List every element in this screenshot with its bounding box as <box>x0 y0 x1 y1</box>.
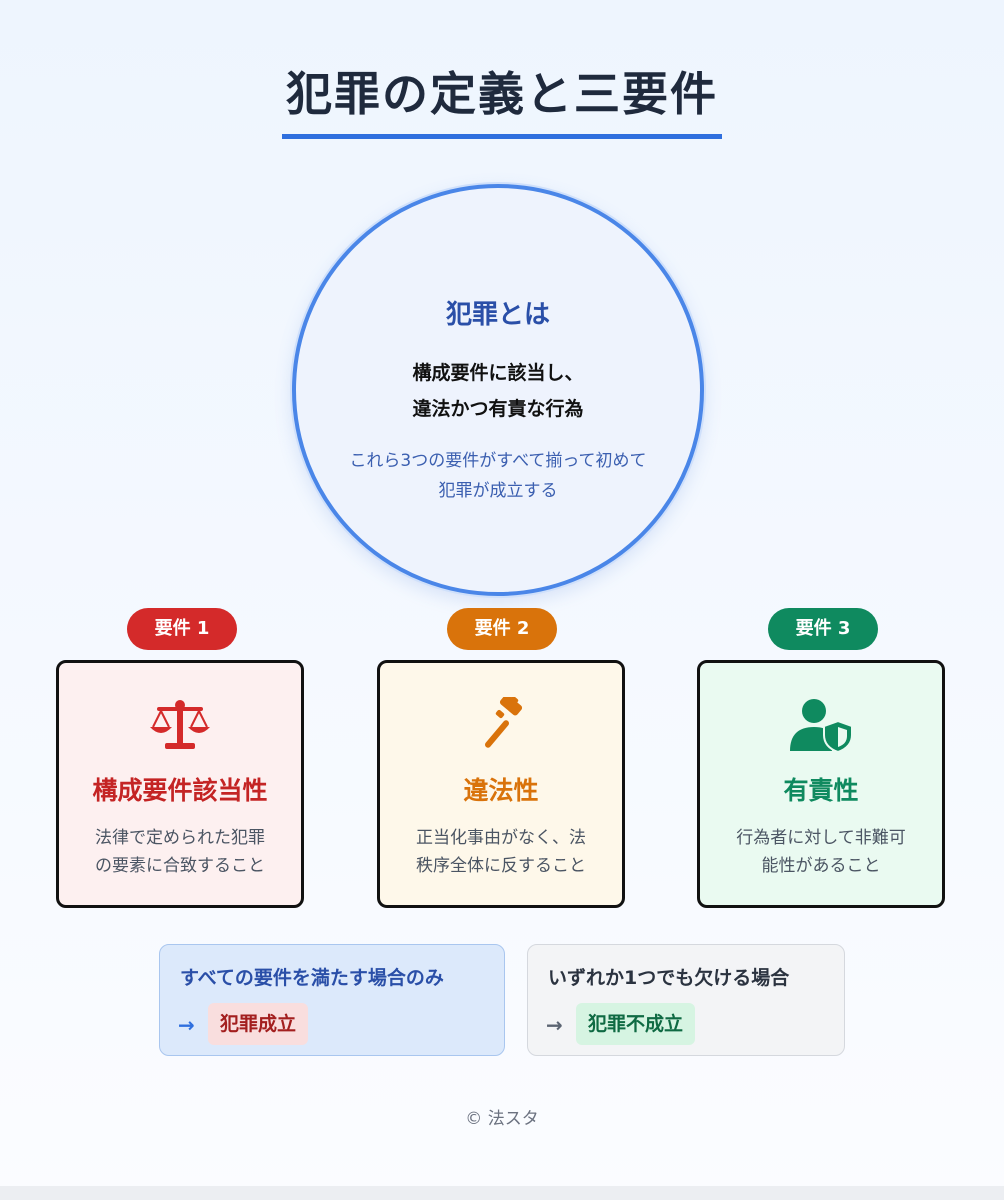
result-condition-missing: いずれか1つでも欠ける場合 <box>548 967 790 989</box>
requirement-desc-2a: 正当化事由がなく、法 <box>416 828 586 848</box>
requirement-desc-3b: 能性があること <box>761 856 881 876</box>
page-title-wrap: 犯罪の定義と三要件 <box>0 58 1004 139</box>
requirement-name-1: 構成要件該当性 <box>92 776 268 805</box>
requirement-desc-1a: 法律で定められた犯罪 <box>95 828 265 848</box>
requirement-badge-1: 要件 1 <box>127 608 237 650</box>
requirement-desc-3a: 行為者に対して非難可 <box>736 828 906 848</box>
arrow-right-icon: → <box>178 1013 195 1037</box>
requirement-badge-2: 要件 2 <box>447 608 557 650</box>
definition-note-2: 犯罪が成立する <box>438 481 558 501</box>
requirement-card-3: 有責性 行為者に対して非難可 能性があること <box>697 660 945 908</box>
definition-line-2: 違法かつ有責な行為 <box>412 398 584 420</box>
result-condition-all: すべての要件を満たす場合のみ <box>180 967 444 989</box>
arrow-right-icon: → <box>546 1013 563 1037</box>
user-shield-icon <box>700 697 942 754</box>
requirement-name-2: 違法性 <box>463 776 539 805</box>
page-title: 犯罪の定義と三要件 <box>282 58 722 139</box>
requirement-card-2: 違法性 正当化事由がなく、法 秩序全体に反すること <box>377 660 625 908</box>
result-box-missing: いずれか1つでも欠ける場合 → 犯罪不成立 <box>527 944 845 1056</box>
definition-circle: 犯罪とは 構成要件に該当し、 違法かつ有責な行為 これら3つの要件がすべて揃って… <box>292 184 704 596</box>
definition-line-1: 構成要件に該当し、 <box>412 362 584 384</box>
result-crime-not-established: 犯罪不成立 <box>576 1003 696 1045</box>
definition-note-1: これら3つの要件がすべて揃って初めて <box>349 451 647 471</box>
requirement-desc-1b: の要素に合致すること <box>95 856 265 876</box>
gavel-icon <box>380 694 622 753</box>
requirement-card-1: 構成要件該当性 法律で定められた犯罪 の要素に合致すること <box>56 660 304 908</box>
result-box-all: すべての要件を満たす場合のみ → 犯罪成立 <box>159 944 505 1056</box>
requirement-name-3: 有責性 <box>783 776 859 805</box>
result-crime-established: 犯罪成立 <box>208 1003 309 1045</box>
requirement-desc-2b: 秩序全体に反すること <box>416 856 586 876</box>
scale-icon <box>59 697 301 753</box>
bottom-divider <box>0 1186 1004 1200</box>
definition-heading: 犯罪とは <box>445 300 550 330</box>
footer-copyright: © 法スタ <box>465 1109 539 1129</box>
requirement-badge-3: 要件 3 <box>768 608 878 650</box>
